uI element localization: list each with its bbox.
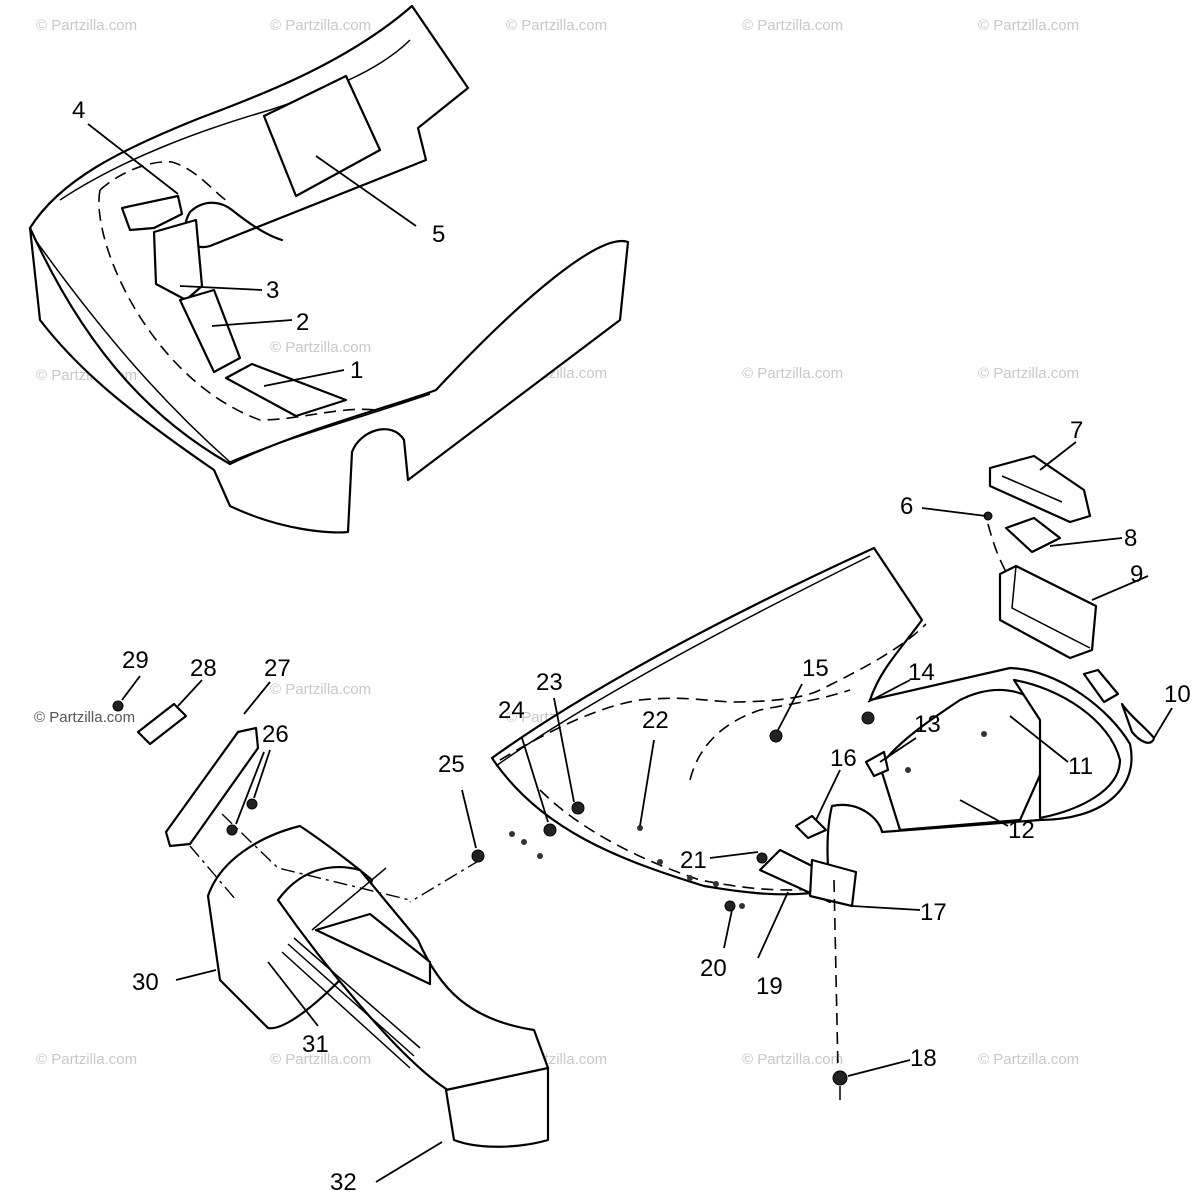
watermark: © Partzilla.com bbox=[270, 339, 371, 356]
callout-28: 28 bbox=[190, 655, 217, 682]
callout-12: 12 bbox=[1008, 817, 1035, 844]
upper-hood bbox=[28, 4, 630, 534]
callout-22: 22 bbox=[642, 707, 669, 734]
pan-hardware bbox=[471, 668, 1156, 1100]
watermark: © Partzilla.com bbox=[742, 17, 843, 34]
callout-5: 5 bbox=[432, 221, 445, 248]
watermark: © Partzilla.com bbox=[978, 365, 1079, 382]
callout-labels: 1 2 3 4 5 6 7 8 9 10 11 12 13 14 15 16 1… bbox=[72, 97, 1191, 1193]
watermark: © Partzilla.com bbox=[742, 365, 843, 382]
watermark: © Partzilla.com bbox=[506, 17, 607, 34]
bolt-icon bbox=[724, 900, 736, 912]
callout-18: 18 bbox=[910, 1045, 937, 1072]
callout-24: 24 bbox=[498, 697, 525, 724]
watermark: © Partzilla.com bbox=[36, 1051, 137, 1068]
callout-31: 31 bbox=[302, 1031, 329, 1058]
callout-7: 7 bbox=[1070, 417, 1083, 444]
watermark: © Partzilla.com bbox=[742, 1051, 843, 1068]
callout-17: 17 bbox=[920, 899, 947, 926]
leader-lines bbox=[87, 123, 1173, 1183]
screw-icon bbox=[226, 824, 238, 836]
nut-icon bbox=[471, 849, 485, 863]
callout-29: 29 bbox=[122, 647, 149, 674]
callout-13: 13 bbox=[914, 711, 941, 738]
callout-1: 1 bbox=[350, 357, 363, 384]
callout-21: 21 bbox=[680, 847, 707, 874]
bolt-icon bbox=[756, 852, 768, 864]
nut-icon bbox=[861, 711, 875, 725]
callout-30: 30 bbox=[132, 969, 159, 996]
callout-19: 19 bbox=[756, 973, 783, 1000]
nut-icon bbox=[769, 729, 783, 743]
callout-23: 23 bbox=[536, 669, 563, 696]
nut-icon bbox=[571, 801, 585, 815]
callout-8: 8 bbox=[1124, 525, 1137, 552]
callout-25: 25 bbox=[438, 751, 465, 778]
callout-4: 4 bbox=[72, 97, 85, 124]
callout-20: 20 bbox=[700, 955, 727, 982]
callout-2: 2 bbox=[296, 309, 309, 336]
callout-27: 27 bbox=[264, 655, 291, 682]
callout-11: 11 bbox=[1068, 753, 1093, 780]
callout-15: 15 bbox=[802, 655, 829, 682]
lower-pan bbox=[490, 546, 1133, 908]
callout-10: 10 bbox=[1164, 681, 1191, 708]
watermark: © Partzilla.com bbox=[270, 1051, 371, 1068]
callout-6: 6 bbox=[900, 493, 913, 520]
watermark: © Partzilla.com bbox=[978, 17, 1079, 34]
nut-icon bbox=[543, 823, 557, 837]
callout-3: 3 bbox=[266, 277, 279, 304]
watermark: © Partzilla.com bbox=[36, 17, 137, 34]
watermark: © Partzilla.com bbox=[270, 17, 371, 34]
nut-icon bbox=[832, 1070, 848, 1086]
callout-9: 9 bbox=[1130, 561, 1143, 588]
callout-26: 26 bbox=[262, 721, 289, 748]
watermark: © Partzilla.com bbox=[270, 681, 371, 698]
runner-assembly bbox=[206, 813, 550, 1148]
handle-bracket bbox=[112, 700, 260, 901]
screw-icon bbox=[246, 798, 258, 810]
callout-14: 14 bbox=[908, 659, 935, 686]
callout-16: 16 bbox=[830, 745, 857, 772]
watermark-corner: © Partzilla.com bbox=[34, 709, 135, 726]
screw-icon bbox=[112, 700, 124, 712]
watermark: © Partzilla.com bbox=[978, 1051, 1079, 1068]
battery-box-assembly bbox=[983, 454, 1098, 660]
callout-32: 32 bbox=[330, 1169, 357, 1193]
